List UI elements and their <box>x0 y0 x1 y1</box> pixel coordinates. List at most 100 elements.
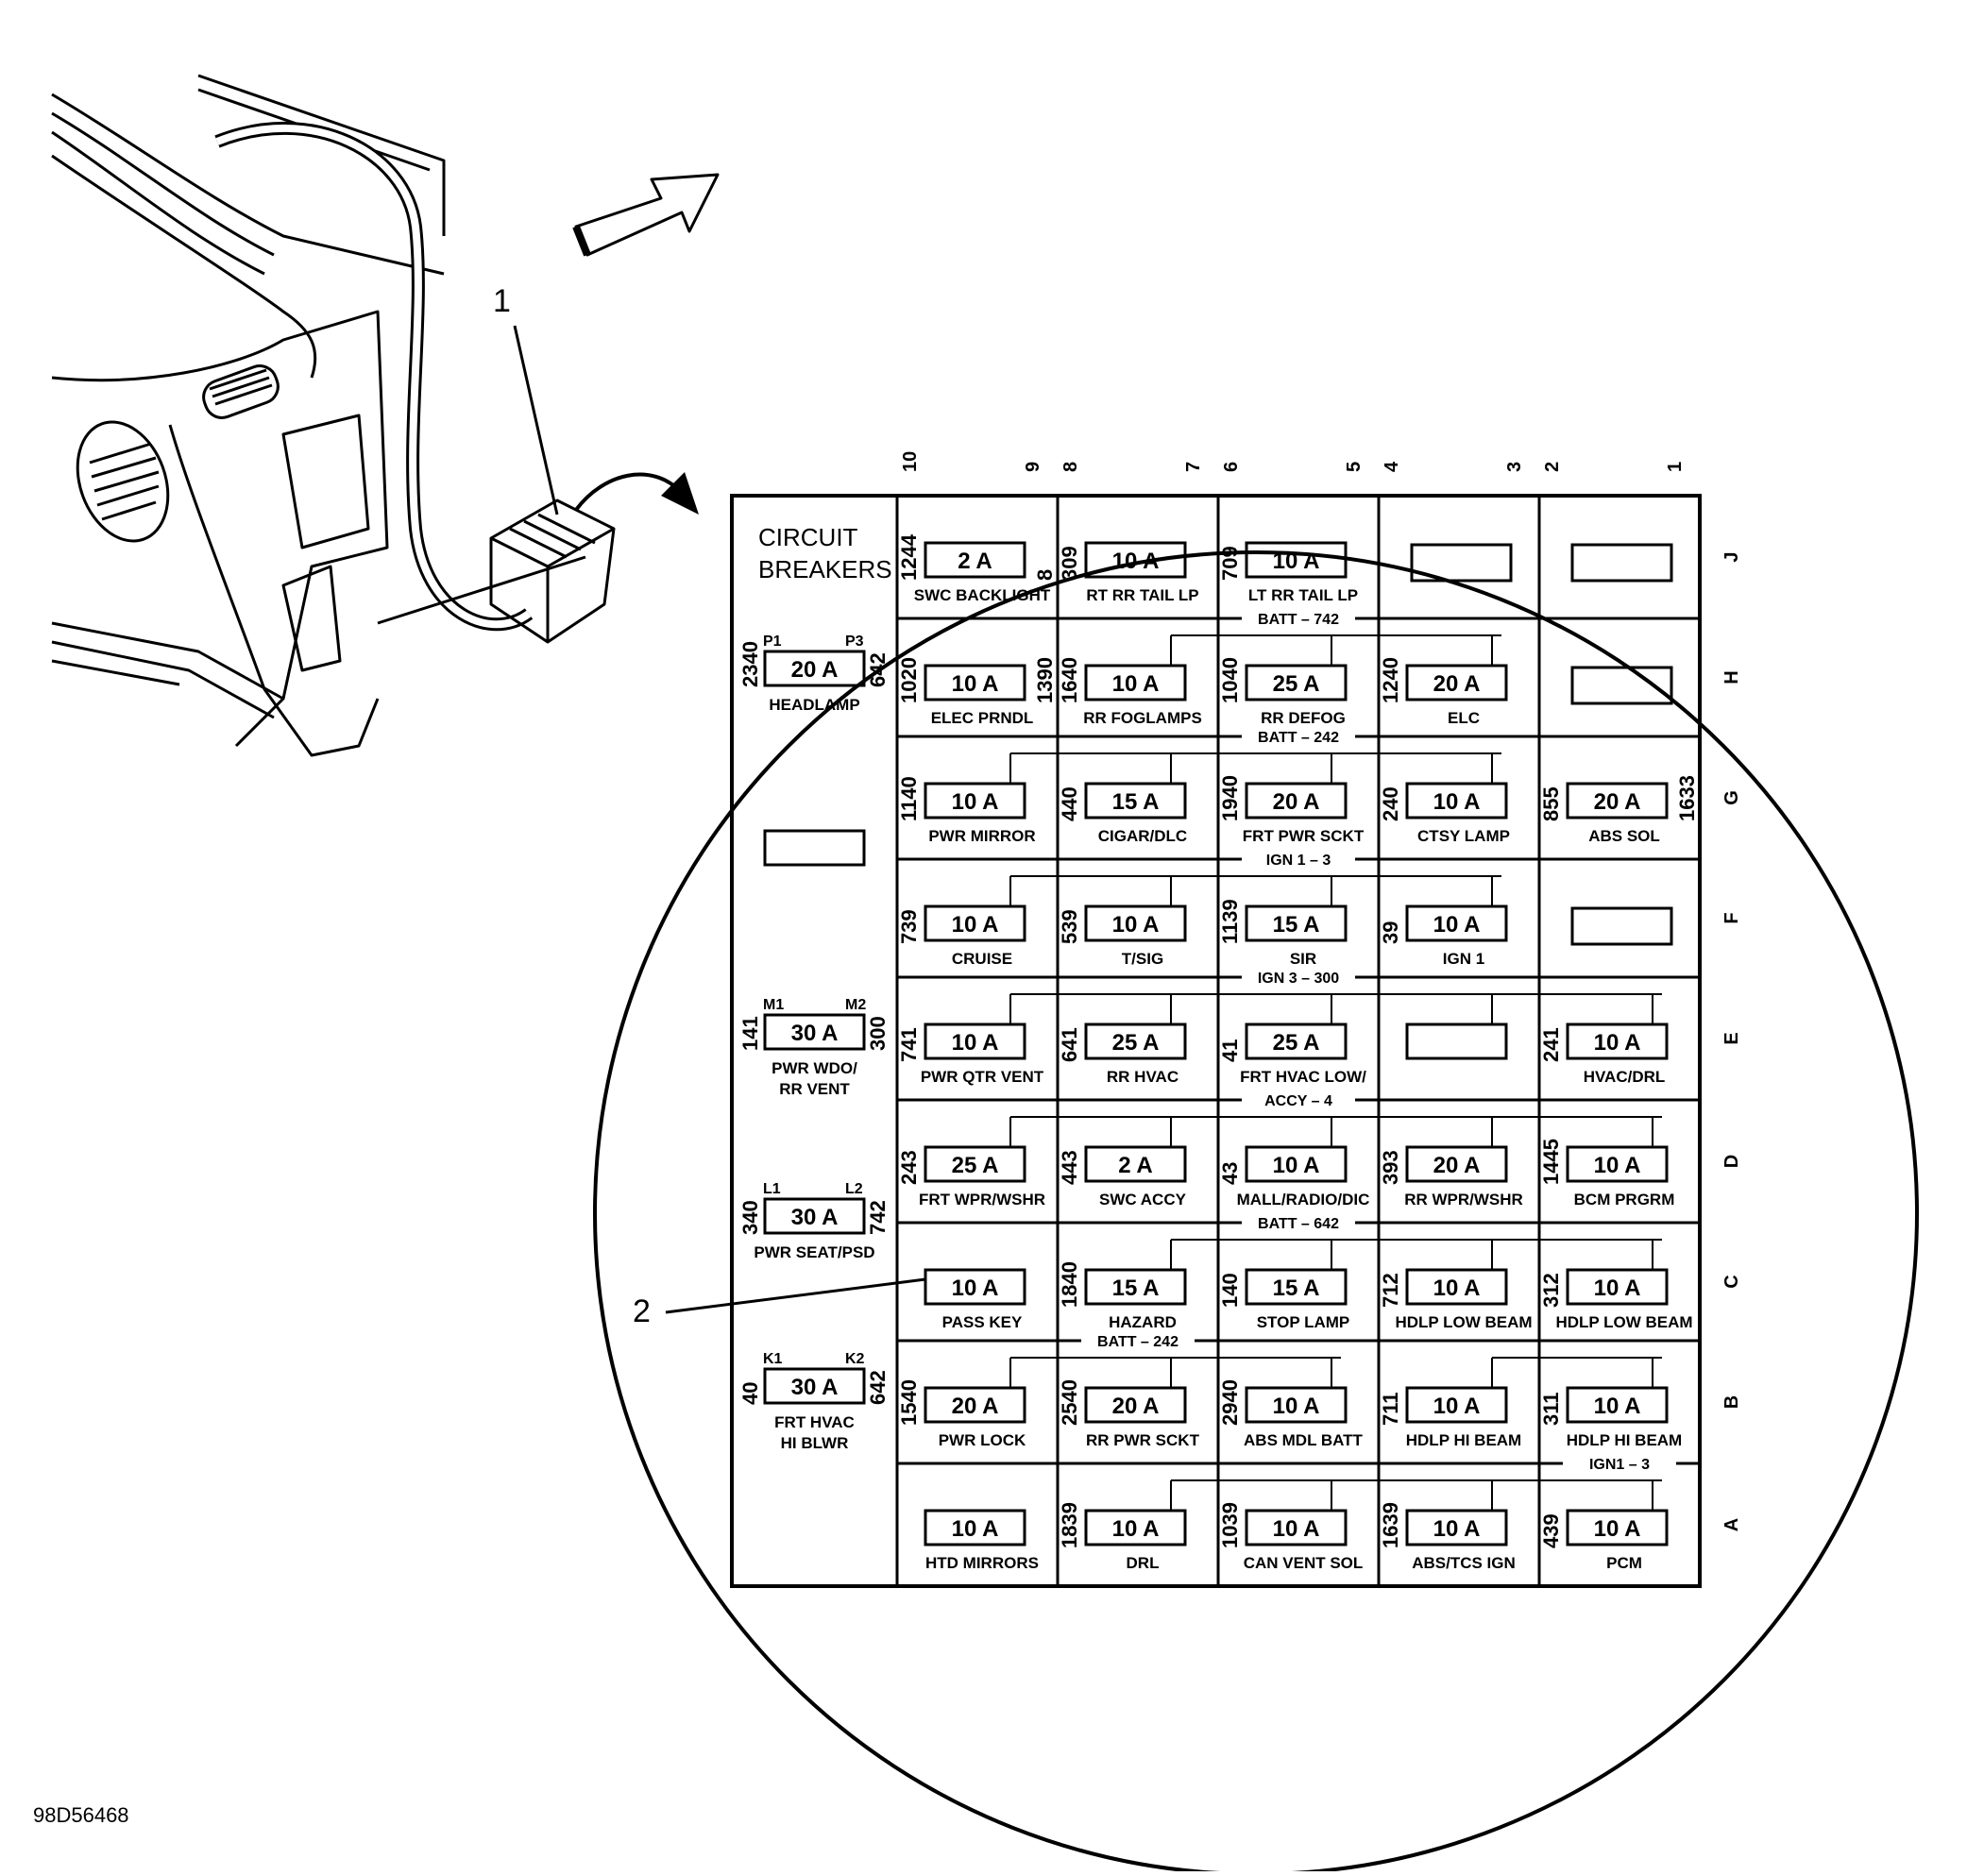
fuse-box <box>1566 1386 1669 1424</box>
circuit-number: 140 <box>1218 1273 1242 1308</box>
fuse-rating: 10 A <box>1594 1276 1641 1301</box>
bus-label: BATT – 242 <box>1097 1334 1179 1350</box>
empty-fuse-slot <box>1410 543 1513 583</box>
dash-lower-edge-2 <box>51 640 275 719</box>
column-label: 3 <box>1504 462 1525 472</box>
breaker-pin-right: P3 <box>845 634 864 650</box>
circuit-number: 311 <box>1539 1393 1563 1427</box>
fuse-rating: 20 A <box>1433 1153 1481 1178</box>
column-label: 10 <box>900 451 921 472</box>
bus-label: ACCY – 4 <box>1264 1093 1332 1109</box>
dash-vent-round <box>76 420 170 543</box>
bus-label: IGN1 – 3 <box>1589 1457 1650 1473</box>
dash-top-edge-3 <box>51 130 265 276</box>
breaker-rating: 30 A <box>791 1205 839 1230</box>
fuse-rating: 10 A <box>1112 912 1160 938</box>
breaker-label: FRT HVAC <box>774 1413 855 1431</box>
fuse-box <box>1245 904 1348 942</box>
fuse-rating: 10 A <box>1273 1516 1320 1542</box>
circuit-number: 393 <box>1379 1150 1402 1185</box>
empty-fuse-slot <box>1570 543 1673 583</box>
fuse-box <box>924 664 1026 701</box>
circuit-number: 1940 <box>1218 775 1242 821</box>
circuit-number: 43 <box>1218 1162 1242 1185</box>
breaker-circuit-left: 340 <box>738 1200 762 1235</box>
bus-label-bg <box>1242 1211 1355 1232</box>
column-label: 1 <box>1665 462 1686 472</box>
fuse-box <box>1245 1386 1348 1424</box>
circuit-number: 312 <box>1539 1273 1563 1308</box>
breaker-box <box>763 650 866 687</box>
fuse-rating: 10 A <box>1433 789 1481 815</box>
bus-label-bg <box>1081 1329 1195 1350</box>
circuit-number: 243 <box>897 1150 921 1185</box>
circuit-number: 240 <box>1379 786 1402 821</box>
row-label: J <box>1721 551 1742 562</box>
bus-label-bg <box>1242 725 1355 746</box>
fuse-rating: 25 A <box>952 1153 999 1178</box>
circuit-number: 1140 <box>897 776 921 821</box>
fuse-label: HDLP HI BEAM <box>1406 1431 1521 1449</box>
bus-label-bg <box>1242 607 1355 628</box>
circuit-number: 439 <box>1539 1513 1563 1548</box>
fuse-box <box>1566 1509 1669 1546</box>
fuse-label: SWC ACCY <box>1099 1191 1187 1208</box>
empty-fuse-slot <box>1570 666 1673 705</box>
fuse-box <box>1245 664 1348 701</box>
fuse-rating: 10 A <box>952 912 999 938</box>
column-label: 9 <box>1023 462 1043 472</box>
fuse-rating: 10 A <box>1433 1516 1481 1542</box>
fuse-label: HDLP LOW BEAM <box>1395 1313 1532 1331</box>
fuse-label: SIR <box>1290 950 1316 968</box>
breaker-circuit-left: 141 <box>738 1016 762 1051</box>
circuit-number-right: 1390 <box>1033 657 1057 703</box>
fuse-box <box>924 1386 1026 1424</box>
row-label: E <box>1721 1032 1742 1044</box>
dash-top-edge <box>51 93 445 276</box>
circuit-number: 1020 <box>897 657 921 703</box>
row-label: H <box>1721 670 1742 684</box>
zoom-curve <box>574 472 682 512</box>
circuit-number: 539 <box>1058 909 1081 944</box>
circuit-number: 1839 <box>1058 1502 1081 1548</box>
circuit-number: 39 <box>1379 921 1402 944</box>
callout-1-leader <box>513 325 559 515</box>
fuse-rating: 10 A <box>1112 1516 1160 1542</box>
fuse-label: RR FOGLAMPS <box>1083 709 1202 727</box>
fuse-rating: 20 A <box>1594 789 1641 815</box>
fuse-rating: 10 A <box>1594 1516 1641 1542</box>
dash-side-slot <box>281 565 342 672</box>
bus-label: IGN 3 – 300 <box>1258 971 1339 987</box>
fuse-label: RR HVAC <box>1107 1068 1179 1086</box>
fuse-rating: 10 A <box>952 789 999 815</box>
empty-breaker-slot <box>763 829 866 867</box>
breaker-label: PWR SEAT/PSD <box>754 1243 874 1261</box>
fuse-rating: 20 A <box>952 1394 999 1419</box>
row-label: B <box>1721 1395 1742 1409</box>
circuit-number: 1244 <box>897 533 921 581</box>
fuse-rating: 10 A <box>1273 1394 1320 1419</box>
fuse-box <box>1084 541 1187 579</box>
bus-label-bg <box>1242 1089 1355 1109</box>
circuit-number: 709 <box>1218 546 1242 581</box>
fuse-label: DRL <box>1127 1554 1160 1572</box>
circuit-number-right: 8 <box>1033 569 1057 581</box>
breaker-label-2: RR VENT <box>779 1080 850 1098</box>
bus-label: BATT – 742 <box>1258 612 1339 628</box>
fuse-block-ribs <box>509 513 596 559</box>
circuit-breakers-title-line2: BREAKERS <box>758 555 892 583</box>
fuse-rating: 10 A <box>952 671 999 697</box>
fuse-box <box>1084 1386 1187 1424</box>
fuse-box <box>1566 1268 1669 1306</box>
fuse-label: HVAC/DRL <box>1584 1068 1666 1086</box>
fuse-box <box>1245 782 1348 820</box>
circuit-number: 41 <box>1218 1039 1242 1062</box>
column-label: 7 <box>1183 462 1204 472</box>
column-label: 8 <box>1060 462 1081 472</box>
dash-top-edge-2 <box>51 111 275 257</box>
fuse-label: RR DEFOG <box>1261 709 1346 727</box>
fuse-rating: 10 A <box>1594 1153 1641 1178</box>
fuse-rating: 10 A <box>1273 1153 1320 1178</box>
fuse-rating: 10 A <box>952 1276 999 1301</box>
